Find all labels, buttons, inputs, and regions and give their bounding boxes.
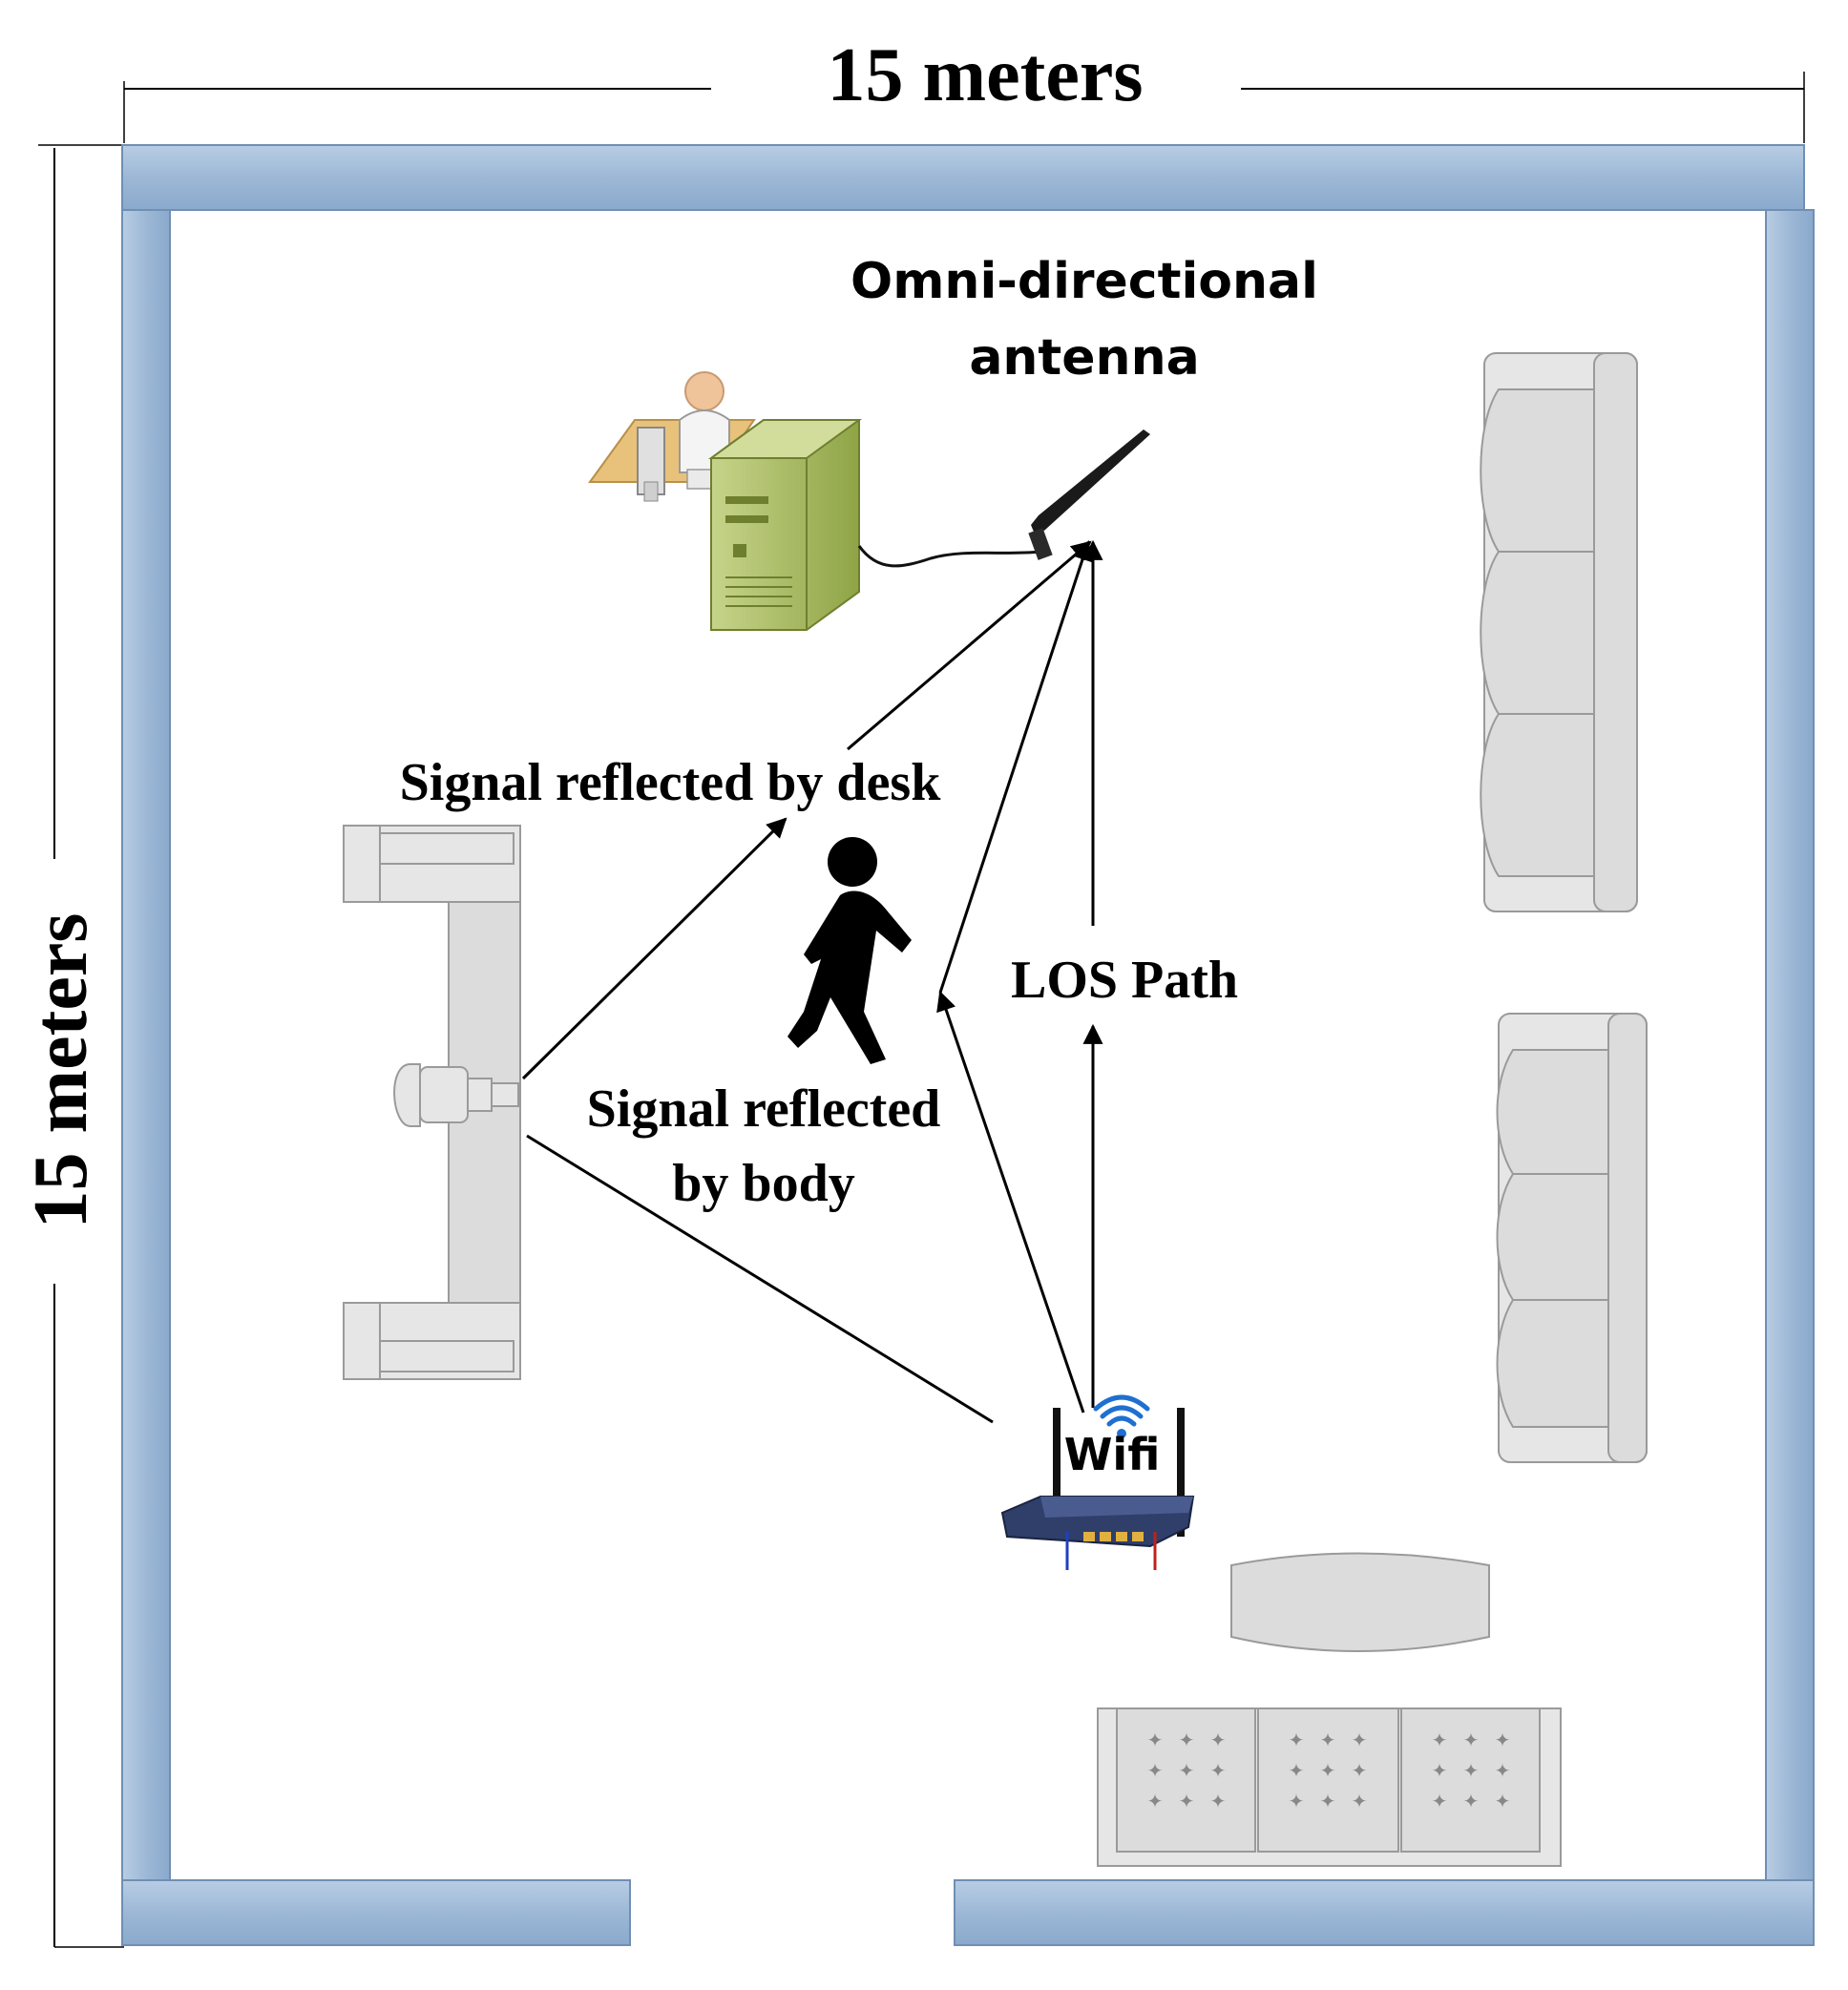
los-path-label: LOS Path bbox=[1011, 951, 1238, 1010]
svg-text:✦: ✦ bbox=[1352, 1728, 1368, 1751]
wall-bottom-left bbox=[121, 1879, 631, 1946]
svg-text:✦: ✦ bbox=[1432, 1759, 1448, 1782]
signal-paths bbox=[521, 539, 1103, 1424]
svg-text:✦: ✦ bbox=[1432, 1790, 1448, 1812]
svg-text:✦: ✦ bbox=[1463, 1790, 1480, 1812]
svg-text:✦: ✦ bbox=[1289, 1728, 1305, 1751]
svg-text:✦: ✦ bbox=[1210, 1790, 1227, 1812]
svg-text:✦: ✦ bbox=[1179, 1728, 1195, 1751]
body-reflection-label-line2: by body bbox=[672, 1154, 854, 1213]
svg-text:✦: ✦ bbox=[1495, 1790, 1511, 1812]
left-dimension-label: 15 meters bbox=[19, 913, 103, 1229]
svg-text:✦: ✦ bbox=[1432, 1728, 1448, 1751]
svg-text:✦: ✦ bbox=[1147, 1759, 1164, 1782]
wall-right bbox=[1765, 209, 1815, 1881]
svg-text:✦: ✦ bbox=[1352, 1759, 1368, 1782]
wifi-router-icon: Wifi bbox=[1000, 1394, 1195, 1570]
svg-text:✦: ✦ bbox=[1179, 1759, 1195, 1782]
top-dimension-label: 15 meters bbox=[828, 33, 1144, 117]
path-router-to-desk bbox=[526, 1134, 994, 1424]
user-at-computer-icon bbox=[588, 371, 863, 631]
path-label-to-antenna bbox=[847, 540, 1092, 751]
svg-text:✦: ✦ bbox=[1147, 1790, 1164, 1812]
svg-text:✦: ✦ bbox=[1495, 1759, 1511, 1782]
wall-left bbox=[121, 209, 171, 1881]
svg-text:✦: ✦ bbox=[1179, 1790, 1195, 1812]
left-dimension: 15 meters bbox=[19, 144, 124, 1948]
antenna-label-line1: Omni-directional bbox=[850, 253, 1318, 310]
svg-text:✦: ✦ bbox=[1463, 1728, 1480, 1751]
antenna-label-line2: antenna bbox=[969, 329, 1199, 387]
sofa-upper bbox=[1480, 352, 1638, 912]
svg-text:✦: ✦ bbox=[1320, 1790, 1336, 1812]
svg-text:✦: ✦ bbox=[1289, 1759, 1305, 1782]
router-wifi-text: Wifi bbox=[1064, 1429, 1161, 1480]
room-walls bbox=[121, 144, 1815, 1946]
svg-text:✦: ✦ bbox=[1352, 1790, 1368, 1812]
svg-text:✦: ✦ bbox=[1495, 1728, 1511, 1751]
sofa-bottom: ✦ ✦ ✦ ✦ ✦ ✦ ✦ ✦ ✦ ✦ ✦ ✦ ✦ ✦ ✦ ✦ ✦ ✦ ✦ ✦ ✦ ✦ ✦ ✦ ✦ ✦ ✦ bbox=[1097, 1707, 1562, 1867]
body-reflection-label-line1: Signal reflected bbox=[587, 1079, 941, 1139]
coffee-table bbox=[1230, 1552, 1490, 1652]
top-dimension: 15 meters bbox=[123, 33, 1805, 143]
wall-top bbox=[121, 144, 1805, 211]
svg-text:✦: ✦ bbox=[1210, 1759, 1227, 1782]
path-desk-to-label bbox=[521, 817, 788, 1080]
desk-chair bbox=[393, 1063, 519, 1127]
walking-person-icon bbox=[788, 837, 912, 1064]
path-router-to-body bbox=[936, 991, 1085, 1414]
wall-bottom-right bbox=[954, 1879, 1815, 1946]
sofa-lower bbox=[1496, 1013, 1648, 1463]
path-body-to-antenna bbox=[938, 540, 1093, 994]
svg-text:✦: ✦ bbox=[1320, 1759, 1336, 1782]
svg-text:✦: ✦ bbox=[1463, 1759, 1480, 1782]
wifi-signal-icon bbox=[1093, 1394, 1150, 1427]
antenna-cable bbox=[857, 545, 1041, 568]
desk-reflection-label: Signal reflected by desk bbox=[400, 753, 942, 812]
antenna-icon bbox=[1028, 429, 1150, 560]
svg-text:✦: ✦ bbox=[1289, 1790, 1305, 1812]
svg-text:✦: ✦ bbox=[1147, 1728, 1164, 1751]
svg-text:✦: ✦ bbox=[1210, 1728, 1227, 1751]
svg-text:✦: ✦ bbox=[1320, 1728, 1336, 1751]
